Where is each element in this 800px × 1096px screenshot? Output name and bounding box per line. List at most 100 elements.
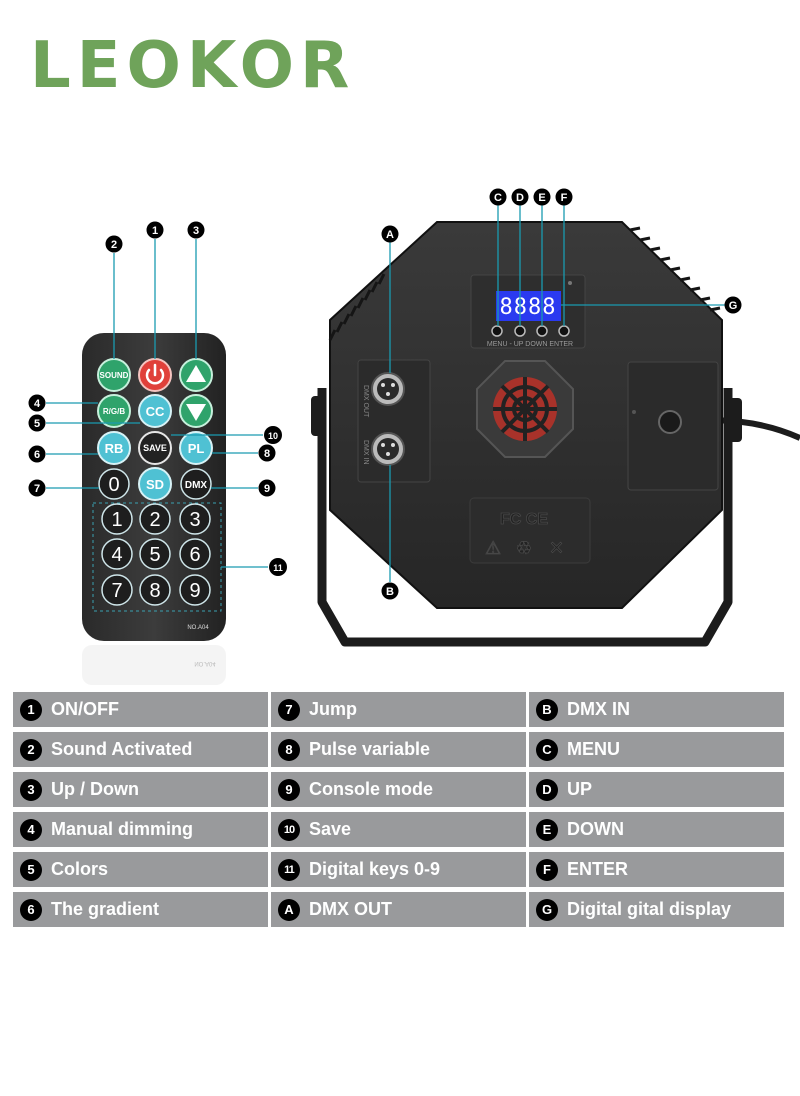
legend-label: The gradient xyxy=(51,899,160,919)
legend-label: Sound Activated xyxy=(51,739,193,759)
rgb-button[interactable] xyxy=(97,394,131,428)
callout-badge-g: G xyxy=(724,296,742,314)
down-key[interactable] xyxy=(536,325,548,337)
power-icon xyxy=(145,368,165,385)
legend-label: DMX OUT xyxy=(309,899,392,919)
legend-badge: D xyxy=(536,778,558,801)
cc-button-label: CC xyxy=(146,404,165,419)
legend-label: Up / Down xyxy=(51,779,139,799)
sd-button[interactable] xyxy=(138,467,172,501)
callout-badge-e: E xyxy=(533,188,551,206)
sound-button-label: SOUND xyxy=(100,371,129,380)
svg-text:B: B xyxy=(386,586,394,598)
product-diagram: NO.A04 SOUND R/G/B CC RB SAVE PL 0 SD DM… xyxy=(28,188,800,685)
digit-key-4[interactable] xyxy=(101,538,133,570)
bracket-knob-left xyxy=(311,396,325,436)
digit-key-2[interactable] xyxy=(139,503,171,535)
digit-key-8[interactable] xyxy=(139,574,171,606)
svg-text:6: 6 xyxy=(34,449,40,461)
digit-key-7[interactable] xyxy=(101,574,133,606)
digit-key-5[interactable] xyxy=(139,538,171,570)
dmx-out-pin xyxy=(381,383,385,387)
digit-key-label: 9 xyxy=(189,580,200,602)
svg-text:4: 4 xyxy=(34,398,41,410)
brand-logo: LEOKOR xyxy=(30,30,355,102)
power-socket[interactable] xyxy=(658,410,682,434)
legend-label: ENTER xyxy=(567,859,629,879)
sd-button-label: SD xyxy=(146,477,164,492)
panel-screw xyxy=(632,410,636,414)
down-arrow-icon xyxy=(186,404,206,421)
digit-key-label: 4 xyxy=(111,544,122,566)
digit-key-1[interactable] xyxy=(101,503,133,535)
digit-keys-frame xyxy=(92,502,222,612)
svg-text:8: 8 xyxy=(264,448,270,460)
rb-button-label: RB xyxy=(105,441,124,456)
mounting-bracket xyxy=(317,388,733,647)
legend-badge: E xyxy=(536,818,558,841)
cooling-fins-right xyxy=(629,226,721,312)
digit-key-9[interactable] xyxy=(179,574,211,606)
legend-label: Digital gital display xyxy=(567,899,732,919)
menu-key[interactable] xyxy=(491,325,503,337)
logo-text: LEOKOR xyxy=(30,29,356,103)
svg-text:A: A xyxy=(386,229,394,241)
dmx-in-port-label: DMX IN xyxy=(362,440,369,465)
rb-button[interactable] xyxy=(97,431,131,465)
digit-key-3[interactable] xyxy=(179,503,211,535)
callout-badge-d: D xyxy=(511,188,529,206)
legend-label: MENU xyxy=(567,739,620,759)
legend-badge: 8 xyxy=(278,738,300,761)
callout-badge-5: 5 xyxy=(28,414,46,432)
digit-key-label: 1 xyxy=(111,509,122,531)
callout-badge-4: 4 xyxy=(28,394,46,412)
svg-text:1: 1 xyxy=(152,225,158,237)
zero-button-label: 0 xyxy=(108,474,119,496)
dmx-in-port-inner xyxy=(377,438,399,460)
callout-badge-9: 9 xyxy=(258,479,276,497)
dmx-button[interactable] xyxy=(180,468,212,500)
up-key[interactable] xyxy=(514,325,526,337)
callout-badge-1: 1 xyxy=(146,221,164,239)
dmx-in-pin xyxy=(391,443,395,447)
digit-key-6[interactable] xyxy=(179,538,211,570)
legend-label: DMX IN xyxy=(567,699,630,719)
legend-badge: 5 xyxy=(20,858,42,881)
enter-key[interactable] xyxy=(558,325,570,337)
legend-label: ON/OFF xyxy=(51,699,119,719)
pl-button-label: PL xyxy=(188,441,205,456)
save-button[interactable] xyxy=(138,431,172,465)
legend-badge: B xyxy=(536,698,558,721)
svg-text:F: F xyxy=(561,192,568,204)
dmx-out-pin xyxy=(391,383,395,387)
svg-text:10: 10 xyxy=(268,431,278,441)
svg-text:2: 2 xyxy=(111,239,117,251)
legend-badge: 4 xyxy=(20,818,42,841)
mic-icon xyxy=(568,281,572,285)
cooling-fins-left xyxy=(328,273,386,341)
digit-key-label: 3 xyxy=(189,509,200,531)
cc-button[interactable] xyxy=(138,394,172,428)
callout-badge-2: 2 xyxy=(105,235,123,253)
fan-hub xyxy=(520,404,530,414)
dmx-out-pin xyxy=(386,392,390,396)
digital-display xyxy=(496,291,561,321)
legend-badge: 10 xyxy=(278,818,300,841)
recycle-icon: ♻ xyxy=(516,538,532,558)
zero-button[interactable] xyxy=(98,468,130,500)
pl-button[interactable] xyxy=(179,431,213,465)
dmx-button-label: DMX xyxy=(185,480,208,491)
